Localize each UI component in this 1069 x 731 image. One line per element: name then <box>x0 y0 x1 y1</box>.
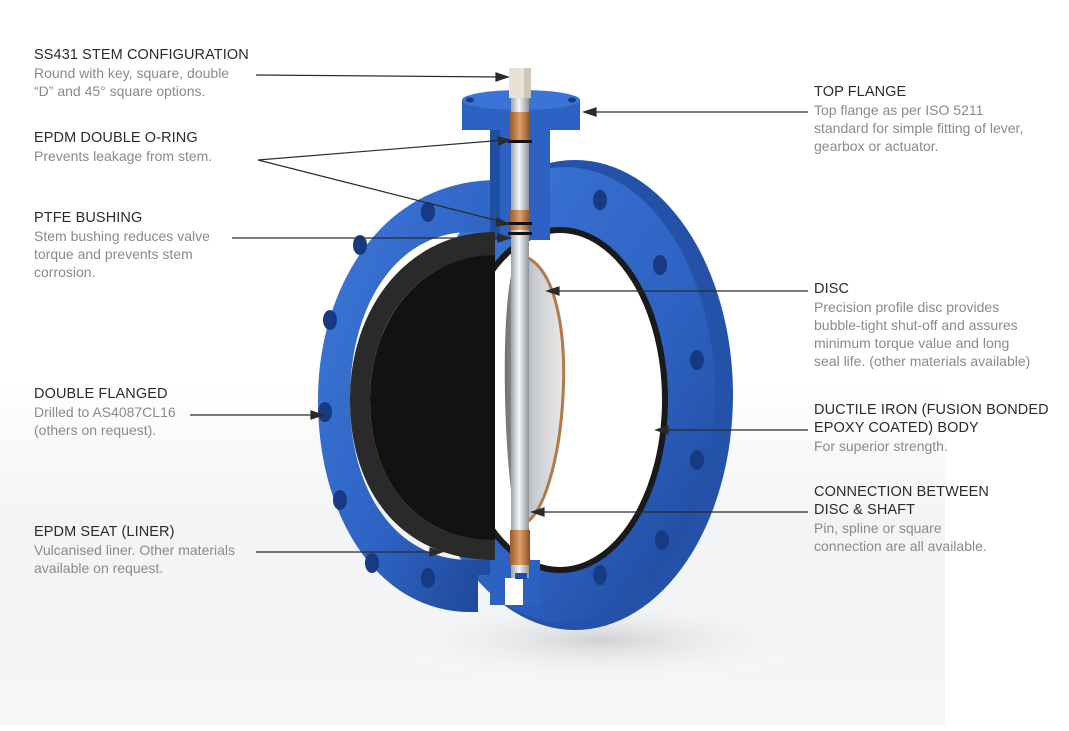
callout-title: EPOXY COATED) BODY <box>814 420 979 436</box>
callout-desc-line: Top flange as per ISO 5211 <box>814 102 984 118</box>
callout-desc-line: Precision profile disc provides <box>814 299 1000 315</box>
epdm-seat-liner <box>350 232 495 560</box>
callout-disc: DISC Precision profile disc provides bub… <box>814 280 1030 370</box>
callout-desc-line: minimum torque value and long <box>814 335 1010 351</box>
callout-stem-configuration: SS431 STEM CONFIGURATION Round with key,… <box>34 46 249 100</box>
liner-interior <box>370 255 495 540</box>
callout-title: TOP FLANGE <box>814 84 907 100</box>
callout-title: PTFE BUSHING <box>34 210 143 226</box>
callout-epdm-double-o-ring: EPDM DOUBLE O-RING Prevents leakage from… <box>34 129 212 165</box>
callout-double-flanged: DOUBLE FLANGED Drilled to AS4087CL16 (ot… <box>34 385 176 439</box>
callout-title: EPDM DOUBLE O-RING <box>34 130 198 146</box>
callout-desc-line: Drilled to AS4087CL16 <box>34 404 176 420</box>
callout-ptfe-bushing: PTFE BUSHING Stem bushing reduces valve … <box>34 209 210 281</box>
valve-shadow <box>370 595 830 685</box>
callout-desc-line: “D” and 45° square options. <box>34 83 206 99</box>
callout-desc-line: (others on request). <box>34 422 157 438</box>
back-flange-bolt-holes <box>593 190 704 585</box>
callout-epdm-seat-liner: EPDM SEAT (LINER) Vulcanised liner. Othe… <box>34 523 235 577</box>
callout-desc-line: available on request. <box>34 560 164 576</box>
callout-desc-line: Vulcanised liner. Other materials <box>34 542 236 558</box>
callout-title: DISC <box>814 281 850 297</box>
callout-title: DOUBLE FLANGED <box>34 386 168 402</box>
callout-desc-line: standard for simple fitting of lever, <box>814 120 1024 136</box>
callout-title: EPDM SEAT (LINER) <box>34 524 175 540</box>
callout-desc-line: connection are all available. <box>814 538 987 554</box>
callout-desc-line: Stem bushing reduces valve <box>34 228 210 244</box>
callout-title: SS431 STEM CONFIGURATION <box>34 47 249 63</box>
callout-title: DISC & SHAFT <box>814 502 916 518</box>
leader-lines <box>190 72 808 557</box>
callout-title: DUCTILE IRON (FUSION BONDED <box>814 402 1049 418</box>
callout-desc-line: Round with key, square, double <box>34 65 230 81</box>
callout-desc-line: corrosion. <box>34 264 96 280</box>
callout-desc-line: torque and prevents stem <box>34 246 193 262</box>
callout-desc-line: For superior strength. <box>814 438 948 454</box>
callout-desc-line: bubble-tight shut-off and assures <box>814 317 1018 333</box>
callout-desc-line: seal life. (other materials available) <box>814 353 1031 369</box>
callout-disc-shaft-connection: CONNECTION BETWEEN DISC & SHAFT Pin, spl… <box>814 483 989 555</box>
epdm-o-rings <box>508 140 532 235</box>
callout-desc-line: Prevents leakage from stem. <box>34 148 213 164</box>
callout-ductile-iron-body: DUCTILE IRON (FUSION BONDED EPOXY COATED… <box>814 401 1049 455</box>
callout-desc-line: Pin, spline or square <box>814 520 942 536</box>
callout-top-flange: TOP FLANGE Top flange as per ISO 5211 st… <box>814 83 1023 155</box>
front-flange-bolt-holes <box>318 202 435 588</box>
callout-title: CONNECTION BETWEEN <box>814 484 989 500</box>
ss431-stem <box>509 68 531 578</box>
callout-desc-line: gearbox or actuator. <box>814 138 939 154</box>
